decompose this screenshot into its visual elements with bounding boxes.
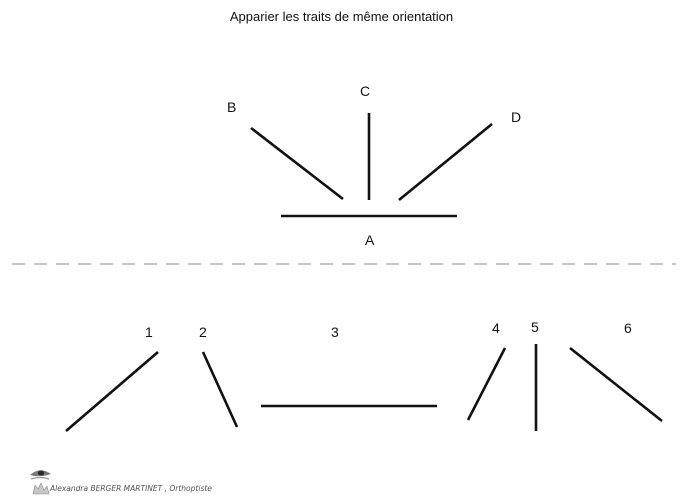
- label-4: 4: [492, 320, 500, 336]
- label-2: 2: [199, 324, 207, 340]
- answer-line-6: [569, 346, 663, 423]
- eye-logo-icon: [30, 470, 51, 495]
- label-6: 6: [624, 320, 632, 336]
- label-1: 1: [145, 324, 153, 340]
- answer-line-2: [201, 351, 239, 428]
- label-5: 5: [531, 319, 539, 335]
- reference-line-b: [250, 126, 344, 201]
- label-c: C: [360, 83, 371, 99]
- author-credit: Alexandra BERGER MARTINET , Orthoptiste: [50, 484, 212, 493]
- exercise-title: Apparier les traits de même orientation: [229, 9, 454, 24]
- label-b: B: [227, 99, 237, 115]
- answer-line-4: [466, 347, 507, 421]
- reference-line-d: [398, 122, 493, 202]
- label-a: A: [365, 232, 375, 248]
- label-d: D: [511, 109, 522, 125]
- label-3: 3: [331, 324, 339, 340]
- answer-line-1: [65, 351, 159, 432]
